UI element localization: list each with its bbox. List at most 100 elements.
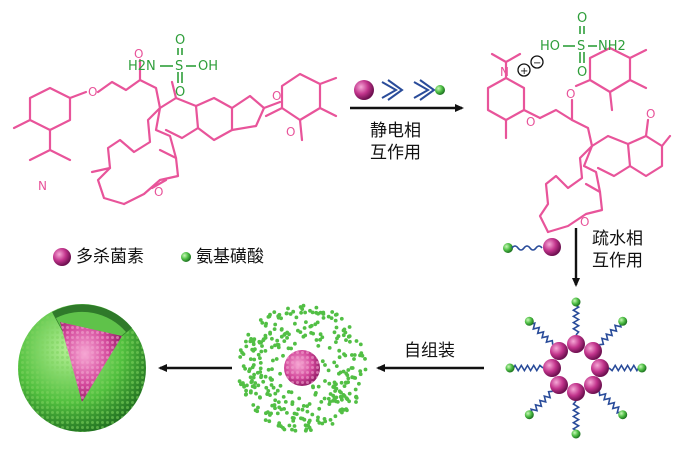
atom-n-2: N: [500, 65, 509, 79]
acid-particle: [305, 404, 309, 408]
acid-headgroup: [618, 410, 628, 420]
atom-o-9: O: [646, 107, 655, 121]
drug-ball: [567, 335, 585, 353]
acid-particle: [300, 407, 305, 412]
acid-particle: [275, 338, 280, 343]
acid-particle: [285, 411, 289, 415]
acid-particle: [339, 380, 344, 385]
acid-particle: [271, 385, 276, 390]
acid-particle: [334, 325, 339, 330]
acid-o-bottom: O: [175, 85, 185, 100]
acid-s: S: [175, 59, 183, 74]
acid-particle: [363, 357, 367, 361]
acid-particle: [268, 330, 272, 335]
acid-particle: [246, 332, 251, 337]
acid-particle: [284, 311, 289, 316]
acid-particle: [347, 334, 352, 338]
acid-particle: [315, 418, 320, 423]
acid-particle: [287, 332, 291, 337]
acid-particle: [344, 338, 348, 342]
acid-particle: [293, 341, 297, 346]
drug-ball-icon: [354, 80, 374, 100]
acid-particle: [260, 321, 265, 325]
acid-particle: [276, 314, 281, 319]
sulfamic-acid-left: H2N S OH O O: [128, 33, 218, 100]
acid-particle: [334, 340, 338, 344]
acid-particle: [244, 344, 249, 349]
atom-o-8: O: [580, 215, 589, 229]
acid-particle: [334, 364, 339, 368]
acid-headgroup: [524, 316, 534, 326]
acid-s-right: S: [577, 39, 585, 54]
atom-o-3: O: [154, 185, 163, 199]
acid-particle: [273, 322, 278, 327]
acid-particle: [346, 376, 351, 381]
acid-particle: [275, 411, 280, 416]
acid-particle: [327, 381, 332, 386]
acid-particle: [302, 326, 307, 330]
minus-charge: −: [533, 58, 541, 69]
atom-o-5: O: [286, 125, 295, 139]
acid-particle: [321, 310, 326, 315]
drug-ball: [584, 342, 602, 360]
acid-particle: [268, 413, 272, 417]
acid-particle: [327, 346, 332, 350]
acid-particle: [267, 419, 272, 424]
amphiphile-tail: [571, 303, 581, 336]
drug-ball: [567, 383, 585, 401]
acid-particle: [292, 411, 297, 416]
acid-o-top: O: [175, 33, 185, 48]
acid-particle: [251, 403, 256, 407]
acid-particle: [309, 428, 313, 432]
legend-acid-label: 氨基磺酸: [196, 247, 264, 267]
acid-particle: [303, 333, 308, 338]
atom-n-1: N: [38, 179, 47, 193]
acid-headgroup: [637, 363, 647, 373]
acid-ball-icon: [435, 85, 445, 95]
acid-headgroup: [505, 363, 515, 373]
acid-particle: [293, 428, 298, 433]
acid-particle: [250, 384, 255, 389]
acid-ho: HO: [540, 39, 560, 54]
acid-particle: [263, 418, 268, 422]
acid-particle: [342, 352, 346, 356]
acid-particle: [314, 338, 319, 342]
acid-particle: [248, 339, 253, 344]
acid-particle: [333, 318, 338, 323]
amphiphile-tail: [528, 321, 554, 345]
acid-particle: [347, 391, 352, 396]
acid-particle: [307, 418, 312, 423]
acid-particle: [352, 357, 356, 361]
acid-particle: [248, 390, 253, 395]
acid-particle: [303, 310, 307, 315]
acid-particle: [323, 379, 327, 383]
acid-particle: [298, 305, 303, 309]
acid-particle: [293, 321, 297, 326]
acid-particle: [305, 409, 310, 414]
acid-particle: [270, 367, 274, 371]
acid-particle: [311, 331, 315, 336]
drug-ball: [591, 359, 609, 377]
acid-particle: [297, 396, 302, 401]
legend-acid-ball-icon: [181, 252, 191, 262]
acid-particle: [238, 348, 243, 353]
acid-particle: [338, 370, 343, 375]
acid-particle: [251, 348, 256, 353]
acid-particle: [346, 368, 351, 372]
electrostatic-icon: [354, 79, 445, 101]
acid-particle: [252, 372, 256, 377]
acid-particle: [279, 316, 283, 321]
acid-particle: [242, 384, 247, 389]
acid-particle: [339, 396, 344, 400]
step-hydrophobic-line1: 疏水相: [592, 229, 643, 249]
acid-particle: [296, 407, 301, 412]
atom-o-1: O: [88, 85, 97, 99]
acid-particle: [273, 343, 277, 348]
acid-particle: [314, 391, 318, 395]
acid-particle: [289, 346, 293, 351]
acid-particle: [326, 368, 331, 373]
acid-particle: [303, 428, 308, 433]
acid-particle: [288, 312, 293, 316]
acid-particle: [248, 367, 252, 371]
acid-particle: [256, 383, 261, 388]
